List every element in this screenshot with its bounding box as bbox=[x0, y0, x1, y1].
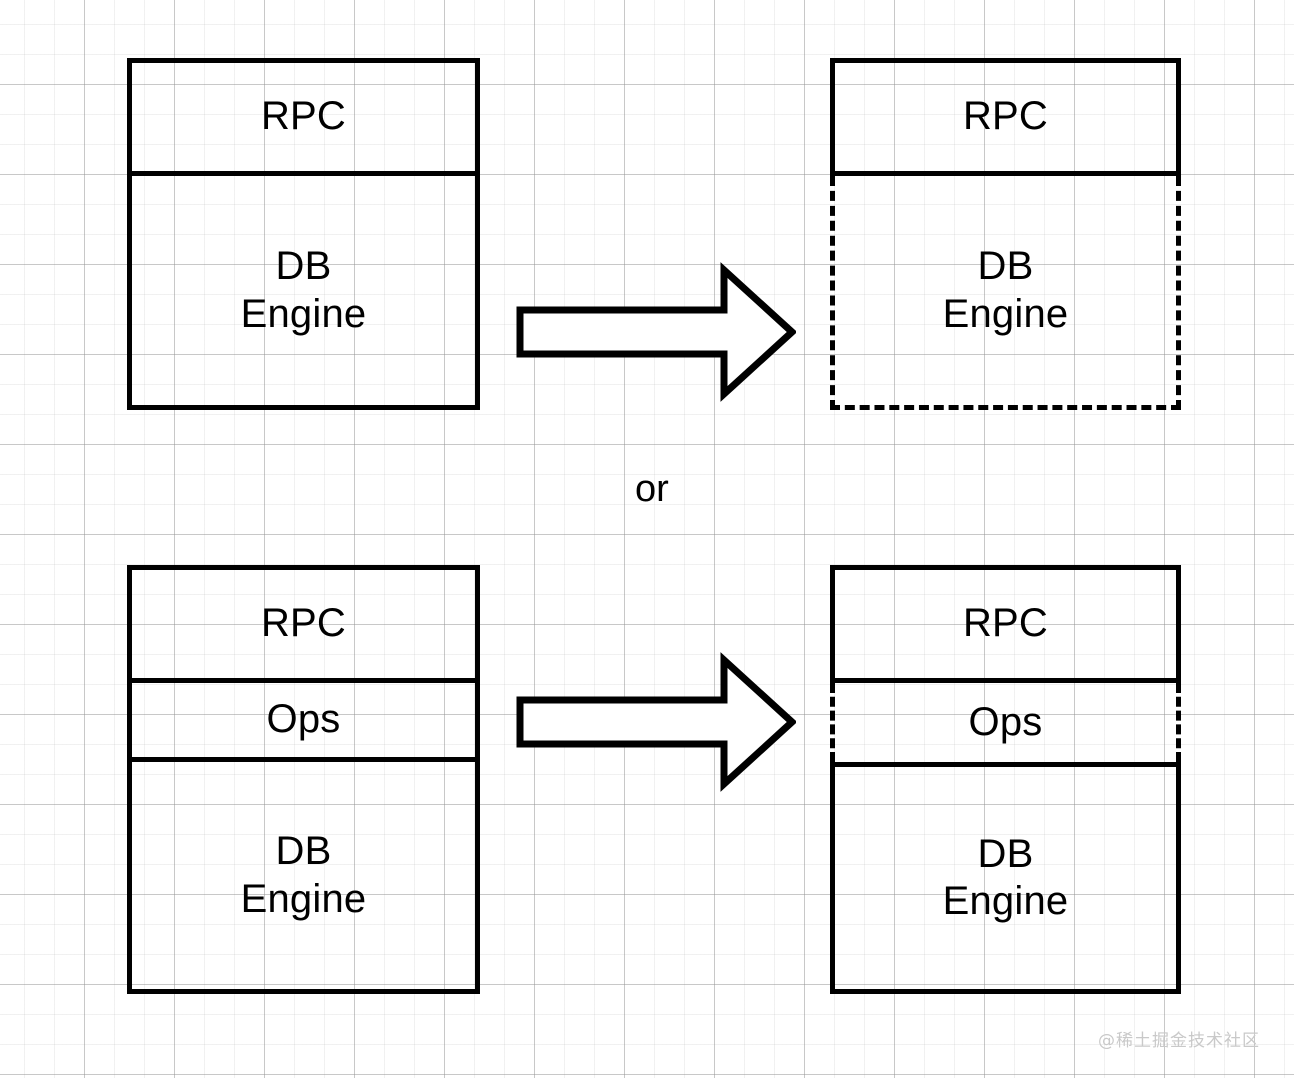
diagram-box-before-monolith: RPC DB Engine bbox=[127, 58, 480, 410]
diagram-box-after-ops-pluggable: RPC Ops DB Engine bbox=[830, 565, 1181, 994]
segment-label: RPC bbox=[962, 94, 1049, 139]
segment-db-engine: DB Engine bbox=[127, 176, 480, 410]
right-block-arrow-icon bbox=[516, 652, 798, 792]
segment-label: Ops bbox=[968, 699, 1043, 744]
watermark: @稀土掘金技术社区 bbox=[1098, 1031, 1260, 1051]
segment-db-engine-dashed: DB Engine bbox=[830, 176, 1181, 410]
segment-label: Ops bbox=[266, 697, 341, 742]
segment-rpc: RPC bbox=[830, 565, 1181, 683]
segment-db-engine: DB Engine bbox=[830, 762, 1181, 994]
migration-arrow-top bbox=[516, 262, 798, 402]
segment-label: DB Engine bbox=[240, 244, 367, 336]
segment-ops-dashed: Ops bbox=[830, 683, 1181, 762]
segment-label: DB Engine bbox=[942, 831, 1069, 923]
segment-label: RPC bbox=[260, 601, 347, 646]
connector-label: or bbox=[635, 468, 669, 510]
segment-label: DB Engine bbox=[942, 244, 1069, 336]
segment-label: RPC bbox=[260, 94, 347, 139]
segment-label: RPC bbox=[962, 601, 1049, 646]
migration-arrow-bottom bbox=[516, 652, 798, 792]
segment-db-engine: DB Engine bbox=[127, 762, 480, 994]
segment-rpc: RPC bbox=[127, 565, 480, 683]
diagram-box-before-three-layer: RPC Ops DB Engine bbox=[127, 565, 480, 994]
segment-rpc: RPC bbox=[830, 58, 1181, 176]
right-block-arrow-icon bbox=[516, 262, 798, 402]
segment-rpc: RPC bbox=[127, 58, 480, 176]
segment-label: DB Engine bbox=[240, 829, 367, 921]
segment-ops: Ops bbox=[127, 683, 480, 762]
diagram-box-after-dbengine-pluggable: RPC DB Engine bbox=[830, 58, 1181, 410]
